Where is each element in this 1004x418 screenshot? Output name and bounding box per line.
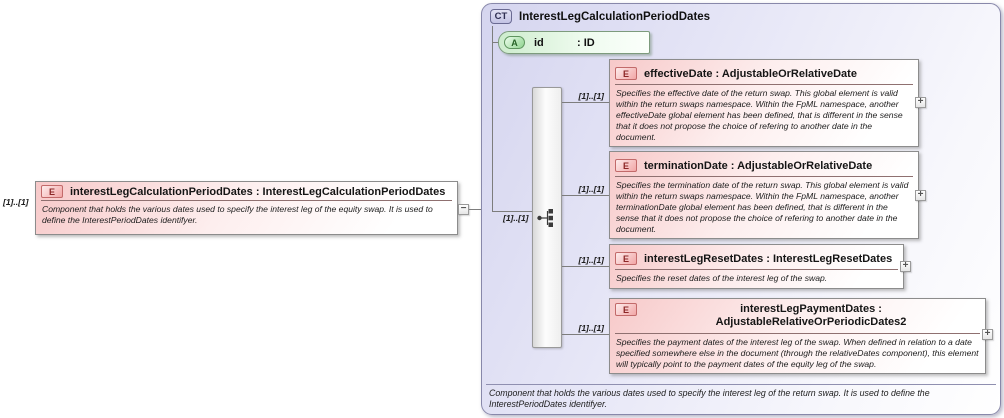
paymentdates-element-description: Specifies the payment dates of the inter… xyxy=(616,337,979,369)
sequence-icon xyxy=(537,208,553,227)
connector-trunk xyxy=(492,26,493,212)
effectivedate-expand-toggle-icon[interactable]: + xyxy=(915,97,926,108)
sequence-compositor-bar xyxy=(532,87,562,348)
paymentdates-cardinality-label: [1]..[1] xyxy=(578,323,605,333)
element-title-row: E terminationDate : AdjustableOrRelative… xyxy=(610,152,918,176)
terminationdate-expand-toggle-icon[interactable]: + xyxy=(915,190,926,201)
connector-source-to-container xyxy=(469,209,481,210)
resetdates-element-title: interestLegResetDates : InterestLegReset… xyxy=(644,252,893,265)
title-separator xyxy=(615,176,913,177)
connector-to-sequence xyxy=(492,211,532,212)
attribute-badge-icon: A xyxy=(504,36,525,49)
complex-type-badge-icon: CT xyxy=(490,9,512,24)
collapse-toggle-icon[interactable]: − xyxy=(458,204,469,215)
terminationdate-element-description: Specifies the termination date of the re… xyxy=(616,180,909,234)
resetdates-element-description: Specifies the reset dates of the interes… xyxy=(616,273,828,283)
complex-type-title: InterestLegCalculationPeriodDates xyxy=(519,10,711,23)
attribute-name: id xyxy=(534,36,544,49)
element-badge-icon: E xyxy=(615,303,637,316)
complex-type-header: CT InterestLegCalculationPeriodDates xyxy=(490,9,710,24)
connector-to-terminationdate xyxy=(562,195,609,196)
footer-separator xyxy=(486,384,996,385)
source-element-title-row: E interestLegCalculationPeriodDates : In… xyxy=(36,182,457,200)
attribute-type: : ID xyxy=(577,36,595,49)
attribute-id-card[interactable]: A id : ID xyxy=(498,31,650,54)
source-element-title: interestLegCalculationPeriodDates : Inte… xyxy=(70,185,446,198)
element-badge-icon: E xyxy=(615,159,637,172)
paymentdates-expand-toggle-icon[interactable]: + xyxy=(982,329,993,340)
element-badge-icon: E xyxy=(615,67,637,80)
connector-to-resetdates xyxy=(562,266,609,267)
effectivedate-element-description: Specifies the effective date of the retu… xyxy=(616,88,903,142)
paymentdates-element-card[interactable]: E interestLegPaymentDates : AdjustableRe… xyxy=(609,298,986,374)
terminationdate-cardinality-label: [1]..[1] xyxy=(578,184,605,194)
container-footer-note: Component that holds the various dates u… xyxy=(489,388,930,409)
source-element-card[interactable]: E interestLegCalculationPeriodDates : In… xyxy=(35,181,458,235)
source-cardinality-label: [1]..[1] xyxy=(3,197,29,207)
title-separator xyxy=(615,269,898,270)
element-badge-icon: E xyxy=(41,185,63,198)
effectivedate-element-title: effectiveDate : AdjustableOrRelativeDate xyxy=(644,67,857,80)
resetdates-element-card[interactable]: E interestLegResetDates : InterestLegRes… xyxy=(609,244,904,289)
element-title-row: E interestLegResetDates : InterestLegRes… xyxy=(610,245,903,269)
connector-to-attribute xyxy=(493,42,498,43)
effectivedate-cardinality-label: [1]..[1] xyxy=(578,91,605,101)
effectivedate-element-card[interactable]: E effectiveDate : AdjustableOrRelativeDa… xyxy=(609,59,919,147)
title-separator xyxy=(41,200,452,201)
terminationdate-element-title: terminationDate : AdjustableOrRelativeDa… xyxy=(644,159,873,172)
resetdates-cardinality-label: [1]..[1] xyxy=(578,255,605,265)
title-separator xyxy=(615,84,913,85)
terminationdate-element-card[interactable]: E terminationDate : AdjustableOrRelative… xyxy=(609,151,919,239)
resetdates-expand-toggle-icon[interactable]: + xyxy=(900,261,911,272)
element-badge-icon: E xyxy=(615,252,637,265)
element-title-row: E effectiveDate : AdjustableOrRelativeDa… xyxy=(610,60,918,84)
title-separator xyxy=(615,333,980,334)
connector-to-paymentdates xyxy=(562,334,609,335)
source-element-description: Component that holds the various dates u… xyxy=(42,204,433,225)
connector-to-effectivedate xyxy=(562,102,609,103)
complex-type-container: CT InterestLegCalculationPeriodDates A i… xyxy=(481,3,1001,415)
model-cardinality-label: [1]..[1] xyxy=(503,213,529,223)
element-title-row: E interestLegPaymentDates : AdjustableRe… xyxy=(610,299,985,333)
paymentdates-element-title: interestLegPaymentDates : AdjustableRela… xyxy=(715,303,907,328)
